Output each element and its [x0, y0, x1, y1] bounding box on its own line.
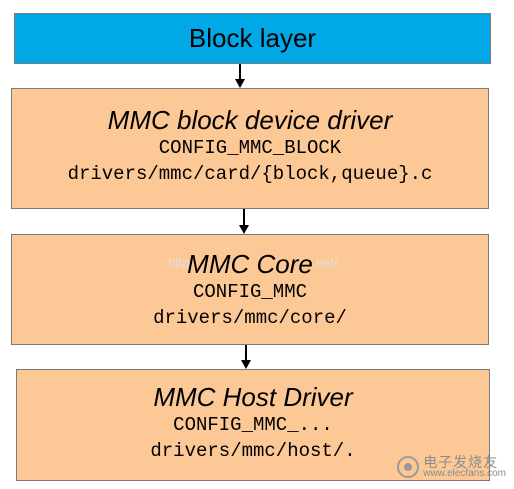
mmc-host-config: CONFIG_MMC_... — [173, 414, 333, 436]
brand-name-en: www.elecfans.com — [423, 468, 506, 479]
mmc-core-box: MMC Core CONFIG_MMC drivers/mmc/core/ — [11, 234, 489, 345]
mmc-core-title: MMC Core — [187, 249, 313, 279]
mmc-core-path: drivers/mmc/core/ — [153, 307, 347, 329]
mmc-block-driver-box: MMC block device driver CONFIG_MMC_BLOCK… — [11, 88, 489, 209]
elecfans-logo-icon — [397, 456, 420, 478]
mmc-host-driver-box: MMC Host Driver CONFIG_MMC_... drivers/m… — [16, 369, 490, 481]
watermark-left: http — [168, 255, 190, 270]
mmc-block-title: MMC block device driver — [107, 105, 393, 135]
brand-name-cn: 电子发烧友 — [423, 454, 499, 470]
mmc-block-config: CONFIG_MMC_BLOCK — [158, 137, 342, 159]
elecfans-logo: 电子发烧友 www.elecfans.com — [397, 455, 506, 479]
mmc-core-config: CONFIG_MMC — [192, 281, 308, 303]
mmc-block-path: drivers/mmc/card/{block,queue}.c — [67, 163, 433, 185]
elecfans-brand: 电子发烧友 www.elecfans.com — [423, 455, 506, 479]
mmc-host-path: drivers/mmc/host/. — [150, 440, 356, 462]
mmc-host-title: MMC Host Driver — [153, 382, 353, 412]
watermark-right: net/ — [316, 255, 338, 270]
block-layer-label: Block layer — [188, 23, 317, 53]
block-layer-box: Block layer — [14, 13, 491, 64]
